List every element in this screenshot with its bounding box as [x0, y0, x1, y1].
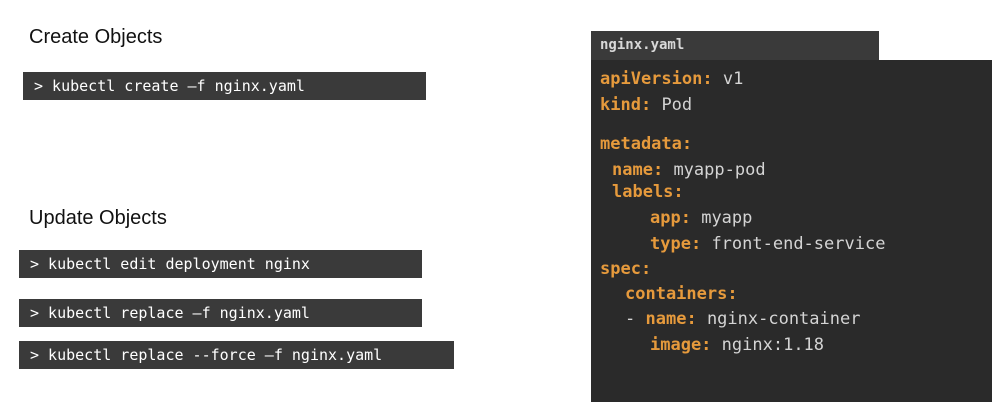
yaml-value: nginx:1.18: [721, 335, 825, 355]
yaml-value: v1: [722, 69, 744, 89]
yaml-filename-tab: nginx.yaml: [591, 31, 879, 60]
edit-deployment-command: > kubectl edit deployment nginx: [19, 250, 422, 278]
yaml-line-image: image: nginx:1.18: [650, 334, 824, 356]
yaml-line-name: name: myapp-pod: [612, 159, 766, 181]
yaml-key: name:: [612, 160, 664, 180]
yaml-key: app:: [650, 208, 691, 228]
yaml-key: spec:: [600, 259, 652, 279]
yaml-line-container-name: - name: nginx-container: [625, 308, 860, 330]
yaml-value: myapp-pod: [673, 160, 766, 180]
yaml-list-dash: -: [625, 309, 636, 329]
yaml-code-panel: apiVersion: v1 kind: Pod metadata: name:…: [591, 60, 992, 402]
create-command: > kubectl create –f nginx.yaml: [23, 72, 426, 100]
yaml-line-spec: spec:: [600, 258, 651, 280]
yaml-value: nginx-container: [706, 309, 861, 329]
yaml-key: containers:: [625, 284, 738, 304]
yaml-key: image:: [650, 335, 712, 355]
create-objects-heading: Create Objects: [29, 26, 163, 48]
yaml-key: labels:: [612, 182, 684, 202]
yaml-value: Pod: [661, 95, 693, 115]
yaml-line-app: app: myapp: [650, 207, 752, 229]
yaml-key: apiVersion:: [600, 69, 713, 89]
yaml-line-labels: labels:: [612, 181, 684, 203]
yaml-value: myapp: [701, 208, 753, 228]
yaml-line-containers: containers:: [625, 283, 738, 305]
replace-force-command: > kubectl replace --force –f nginx.yaml: [19, 341, 454, 369]
yaml-key: metadata:: [600, 134, 693, 154]
yaml-line-kind: kind: Pod: [600, 94, 692, 116]
yaml-key: kind:: [600, 95, 652, 115]
yaml-line-apiversion: apiVersion: v1: [600, 68, 743, 90]
yaml-value: front-end-service: [711, 234, 886, 254]
yaml-line-type: type: front-end-service: [650, 233, 885, 255]
replace-command: > kubectl replace –f nginx.yaml: [19, 299, 422, 327]
yaml-key: name:: [645, 309, 697, 329]
yaml-key: type:: [650, 234, 702, 254]
update-objects-heading: Update Objects: [29, 207, 167, 229]
yaml-line-metadata: metadata:: [600, 133, 692, 155]
